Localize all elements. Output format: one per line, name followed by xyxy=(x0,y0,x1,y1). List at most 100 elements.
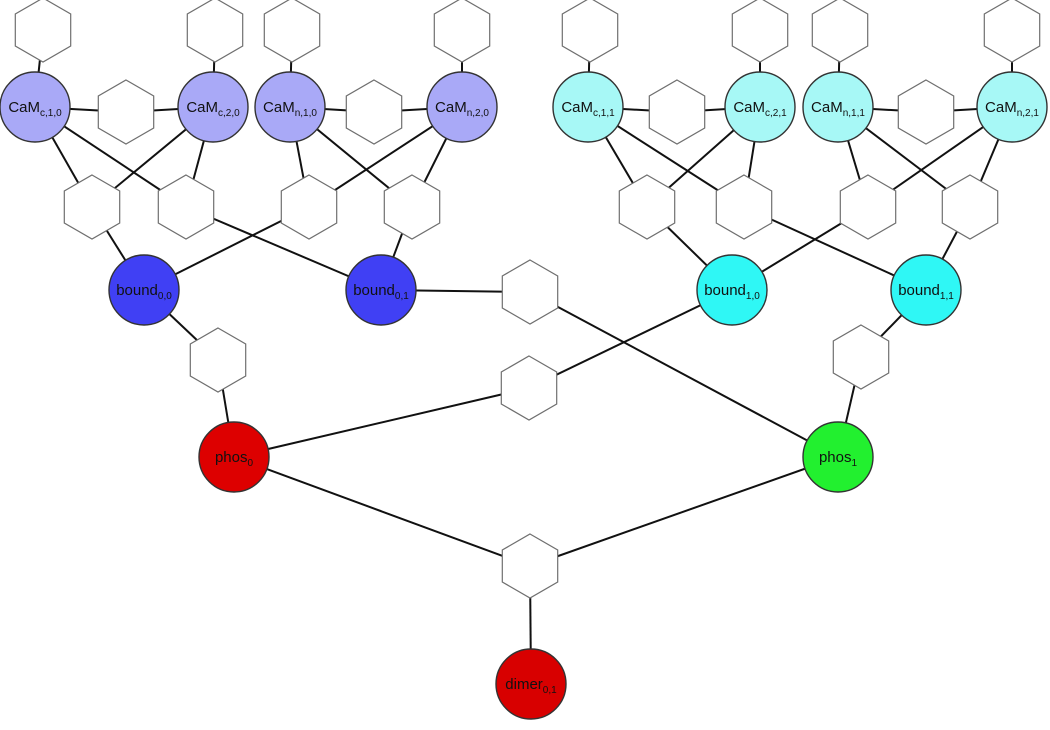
node-label-subscript: n,1,1 xyxy=(843,108,866,119)
node-cam_c10[interactable]: CaMc,1,0 xyxy=(0,71,71,143)
node-cam_c11[interactable]: CaMc,1,1 xyxy=(552,71,624,143)
factor-hexagon-f_p1[interactable] xyxy=(97,79,155,145)
factor-hexagon-f_m5[interactable] xyxy=(618,174,676,240)
node-label-base: CaM xyxy=(985,99,1017,116)
factor-hexagon-f_m7[interactable] xyxy=(839,174,897,240)
factor-hexagon-f_u1[interactable] xyxy=(14,0,72,63)
node-label-base: CaM xyxy=(186,99,218,116)
node-phos0[interactable]: phos0 xyxy=(198,421,270,493)
node-cam_c21[interactable]: CaMc,2,1 xyxy=(724,71,796,143)
node-label-base: CaM xyxy=(561,99,593,116)
edge-f_d-phos0 xyxy=(233,456,531,567)
factor-hexagon-f_u5[interactable] xyxy=(561,0,619,63)
node-label-cam_n10: CaMn,1,0 xyxy=(263,99,317,119)
node-label-cam_c21: CaMc,2,1 xyxy=(733,99,787,119)
node-label-phos1: phos1 xyxy=(819,449,858,469)
factor-hexagon-f_m1[interactable] xyxy=(63,174,121,240)
node-label-base: CaM xyxy=(263,99,295,116)
factor-hexagon-f_p2[interactable] xyxy=(345,79,403,145)
node-label-cam_c10: CaMc,1,0 xyxy=(8,99,62,119)
node-label-base: CaM xyxy=(435,99,467,116)
factor-hexagon-f_b2[interactable] xyxy=(501,259,559,325)
node-bound00[interactable]: bound0,0 xyxy=(108,254,180,326)
node-bound10[interactable]: bound1,0 xyxy=(696,254,768,326)
node-cam_n11[interactable]: CaMn,1,1 xyxy=(802,71,874,143)
node-label-base: CaM xyxy=(811,99,843,116)
node-circle-cam_n20[interactable] xyxy=(426,71,498,143)
node-cam_n10[interactable]: CaMn,1,0 xyxy=(254,71,326,143)
node-label-base: bound xyxy=(704,282,746,299)
node-label-subscript: 0,1 xyxy=(543,685,557,696)
factor-hexagon-f_p4[interactable] xyxy=(897,79,955,145)
node-label-bound10: bound1,0 xyxy=(704,282,760,302)
node-label-subscript: n,1,0 xyxy=(295,108,318,119)
node-label-subscript: 0,1 xyxy=(395,291,409,302)
edge-f_b3-bound10 xyxy=(528,289,733,389)
node-bound01[interactable]: bound0,1 xyxy=(345,254,417,326)
node-phos1[interactable]: phos1 xyxy=(802,421,874,493)
node-circle-bound10[interactable] xyxy=(696,254,768,326)
node-label-subscript: c,2,0 xyxy=(218,108,240,119)
node-label-subscript: 1 xyxy=(851,458,857,469)
node-label-base: phos xyxy=(819,449,852,466)
factor-hexagon-f_b4[interactable] xyxy=(832,324,890,390)
factor-hexagon-f_p3[interactable] xyxy=(648,79,706,145)
node-circle-bound01[interactable] xyxy=(345,254,417,326)
node-label-cam_c11: CaMc,1,1 xyxy=(561,99,615,119)
node-circle-dimer01[interactable] xyxy=(495,648,567,720)
node-circle-cam_n11[interactable] xyxy=(802,71,874,143)
node-cam_c20[interactable]: CaMc,2,0 xyxy=(177,71,249,143)
factor-hexagon-f_u4[interactable] xyxy=(433,0,491,63)
node-circle-phos0[interactable] xyxy=(198,421,270,493)
edge-f_d-phos1 xyxy=(529,456,839,567)
node-label-cam_n11: CaMn,1,1 xyxy=(811,99,865,119)
factor-hexagon-f_m6[interactable] xyxy=(715,174,773,240)
node-label-subscript: n,2,0 xyxy=(467,108,490,119)
node-circle-phos1[interactable] xyxy=(802,421,874,493)
node-label-phos0: phos0 xyxy=(215,449,254,469)
node-circle-bound00[interactable] xyxy=(108,254,180,326)
node-label-base: dimer xyxy=(505,676,543,693)
node-label-base: CaM xyxy=(733,99,765,116)
node-label-base: bound xyxy=(353,282,395,299)
node-label-base: CaM xyxy=(8,99,40,116)
edge-f_b2-phos1 xyxy=(529,291,839,458)
node-circle-cam_n21[interactable] xyxy=(976,71,1048,143)
factor-hexagon-f_d[interactable] xyxy=(501,533,559,599)
node-circle-cam_c20[interactable] xyxy=(177,71,249,143)
node-label-base: bound xyxy=(898,282,940,299)
factor-hexagon-f_u2[interactable] xyxy=(186,0,244,63)
factor-hexagon-f_u3[interactable] xyxy=(263,0,321,63)
factor-hexagon-f_u7[interactable] xyxy=(811,0,869,63)
node-label-dimer01: dimer0,1 xyxy=(505,676,557,696)
factor-hexagon-f_u6[interactable] xyxy=(731,0,789,63)
factor-hexagon-f_m4[interactable] xyxy=(383,174,441,240)
node-cam_n21[interactable]: CaMn,2,1 xyxy=(976,71,1048,143)
factor-layer xyxy=(14,0,1041,599)
node-label-cam_n20: CaMn,2,0 xyxy=(435,99,489,119)
node-label-cam_n21: CaMn,2,1 xyxy=(985,99,1039,119)
node-circle-bound11[interactable] xyxy=(890,254,962,326)
node-label-base: phos xyxy=(215,449,248,466)
node-label-base: bound xyxy=(116,282,158,299)
node-label-subscript: c,1,0 xyxy=(40,108,62,119)
node-dimer01[interactable]: dimer0,1 xyxy=(495,648,567,720)
factor-hexagon-f_m3[interactable] xyxy=(280,174,338,240)
factor-hexagon-f_b1[interactable] xyxy=(189,327,247,393)
node-bound11[interactable]: bound1,1 xyxy=(890,254,962,326)
node-label-bound00: bound0,0 xyxy=(116,282,172,302)
node-cam_n20[interactable]: CaMn,2,0 xyxy=(426,71,498,143)
factor-hexagon-f_u8[interactable] xyxy=(983,0,1041,63)
factor-hexagon-f_m8[interactable] xyxy=(941,174,999,240)
node-label-subscript: c,1,1 xyxy=(593,108,615,119)
factor-hexagon-f_m2[interactable] xyxy=(157,174,215,240)
node-label-subscript: 1,1 xyxy=(940,291,954,302)
node-circle-cam_c11[interactable] xyxy=(552,71,624,143)
node-circle-cam_c10[interactable] xyxy=(0,71,71,143)
node-circle-cam_n10[interactable] xyxy=(254,71,326,143)
node-circle-cam_c21[interactable] xyxy=(724,71,796,143)
factor-hexagon-f_b3[interactable] xyxy=(500,355,558,421)
edge-f_b3-phos0 xyxy=(233,387,530,458)
